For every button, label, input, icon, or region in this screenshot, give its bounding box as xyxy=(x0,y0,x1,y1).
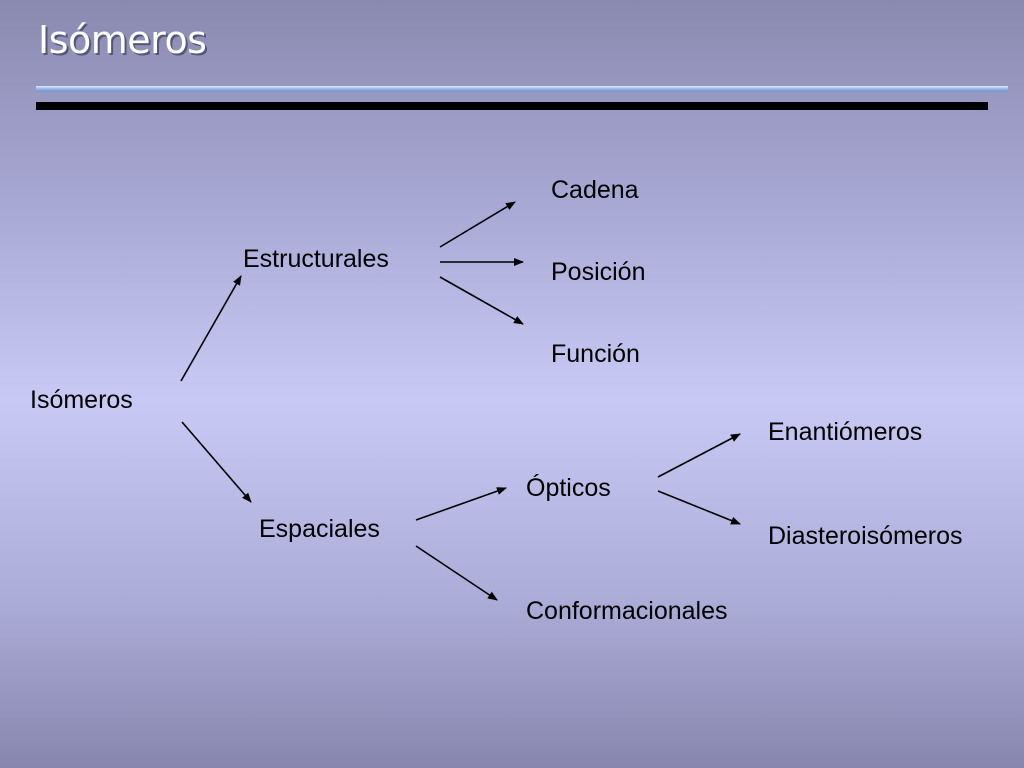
node-espaciales: Espaciales xyxy=(259,515,380,543)
arrow-isomeros-to-espaciales xyxy=(181,421,252,503)
node-opticos: Ópticos xyxy=(526,474,611,502)
arrow-espaciales-to-conformacionales xyxy=(415,545,498,601)
arrow-estructurales-to-funcion xyxy=(439,276,524,325)
title-underline-light xyxy=(36,86,1008,92)
slide-title: Isómeros xyxy=(38,18,207,62)
node-diasteroisomeros: Diasteroisómeros xyxy=(768,522,963,550)
arrow-opticos-to-enantiomeros xyxy=(657,433,741,478)
arrow-isomeros-to-estructurales xyxy=(180,275,242,382)
arrow-opticos-to-diasteroisomeros xyxy=(657,490,741,525)
node-conformacionales: Conformacionales xyxy=(526,597,728,625)
title-underline-dark xyxy=(36,102,988,110)
node-isomeros: Isómeros xyxy=(30,386,133,414)
arrow-espaciales-to-opticos xyxy=(415,487,507,521)
node-estructurales: Estructurales xyxy=(243,245,389,273)
node-enantiomeros: Enantiómeros xyxy=(768,418,923,446)
node-funcion: Función xyxy=(551,340,640,368)
arrow-estructurales-to-cadena xyxy=(439,201,516,248)
node-posicion: Posición xyxy=(551,258,646,286)
node-cadena: Cadena xyxy=(551,176,639,204)
